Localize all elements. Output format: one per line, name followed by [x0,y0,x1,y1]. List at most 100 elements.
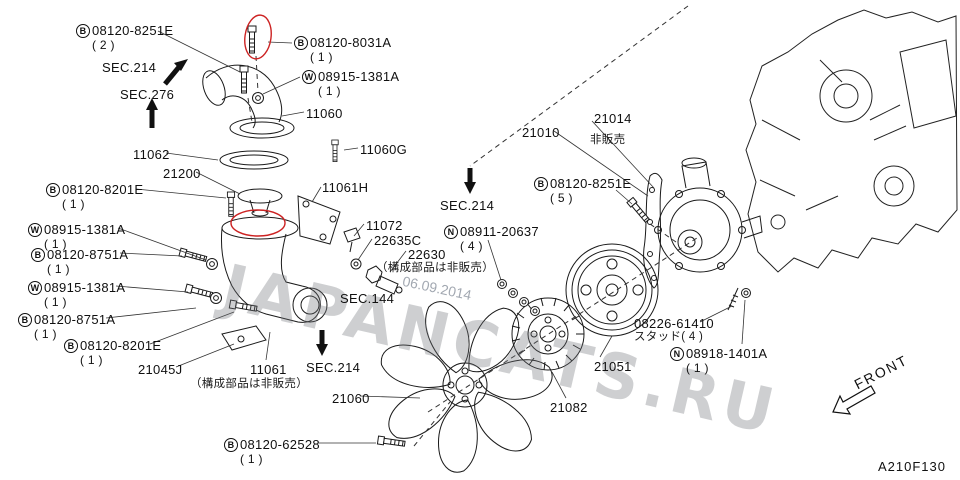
label-text: 08120-8751A [47,247,129,262]
label-qty: ( 1 ) [34,327,57,341]
label-text: SEC.214 [102,60,157,75]
part-22635C: 22635C [374,234,421,247]
part-11061: 11061 [250,363,287,376]
circled-w-icon: W [302,70,316,84]
part-21014: 21014 [594,112,632,125]
part-22630: 22630 [408,248,446,261]
label-text: 08918-1401A [686,346,768,361]
label-text: 21045J [138,362,183,377]
label-text: 08226-61410 [634,316,714,331]
sec-144: SEC.144 [340,292,394,305]
label-text: 21082 [550,400,588,415]
label-text: 21200 [163,166,201,181]
circled-b-icon: B [224,438,238,452]
note-22630: （構成部品は非販売） [376,262,494,274]
label-text: 11061 [250,362,287,377]
label-text: 22630 [408,247,446,262]
label-text: スタッド( 4 ) [634,331,704,343]
part-08226-61410: 08226-61410 [634,317,714,330]
label-text: 21010 [522,125,560,140]
front-arrow [832,385,876,415]
part-21010: 21010 [522,126,560,139]
label-text: 08120-8251E [92,23,174,38]
sec-214-mid-arrow [464,168,476,194]
part-21051: 21051 [594,360,632,373]
leader-lines [105,30,746,444]
label-text: 08915-1381A [44,222,126,237]
label-text: 11060G [360,142,408,157]
label-qty: ( 5 ) [550,191,573,205]
label-text: 08915-1381A [318,69,400,84]
label-text: 21014 [594,111,632,126]
label-text: SEC.214 [306,360,361,375]
engine-block-art [745,9,958,273]
label-text: 08911-20637 [460,224,539,239]
label-qty: ( 1 ) [80,353,103,367]
sec-276: SEC.276 [120,88,174,101]
highlight-thermostat-ellipse [230,209,286,237]
note-21014: 非販売 [590,134,625,146]
label-text: 08120-8201E [80,338,162,353]
part-21060: 21060 [332,392,370,405]
label-text: 21060 [332,391,370,406]
part-11060: 11060 [306,107,343,120]
circled-b-icon: B [294,36,308,50]
label-text: 11072 [366,218,403,233]
label-text: 08120-8201E [62,182,144,197]
circled-w-icon: W [28,223,42,237]
diagram-code: A210F130 [878,459,946,474]
label-text: 08120-62528 [240,437,320,452]
label-qty: ( 2 ) [92,38,115,52]
circled-b-icon: B [18,313,32,327]
label-qty: ( 1 ) [686,361,709,375]
circled-b-icon: B [534,177,548,191]
highlight-annotations [230,14,286,237]
label-text: （構成部品は非販売） [190,378,308,390]
label-text: 11060 [306,106,343,121]
circled-b-icon: B [76,24,90,38]
fan-coupling-art [511,297,585,371]
label-qty: ( 1 ) [240,452,263,466]
part-11061H: 11061H [322,181,368,194]
note-08226: スタッド( 4 ) [634,331,703,343]
circled-b-icon: B [64,339,78,353]
label-text: 08120-8251E [550,176,632,191]
label-text: 非販売 [590,134,626,146]
sec-214-top: SEC.214 [102,61,156,74]
part-11060G: 11060G [360,143,407,156]
part-21082: 21082 [550,401,588,414]
label-text: 22635C [374,233,422,248]
highlight-bolt-ellipse [244,14,272,60]
label-text: 08915-1381A [44,280,126,295]
part-21045J: 21045J [138,363,182,376]
label-qty: ( 1 ) [62,197,85,211]
label-text: 08120-8031A [310,35,392,50]
sensor-parts-art [343,227,403,295]
circled-n-icon: N [444,225,458,239]
sec-214-lower-arrow [316,330,328,356]
label-text: 11062 [133,147,170,162]
circled-w-icon: W [28,281,42,295]
dashed-lines [247,5,701,447]
label-qty: ( 1 ) [310,50,333,64]
label-text: SEC.214 [440,198,495,213]
sec-276-arrow [146,98,158,128]
part-21200: 21200 [163,167,201,180]
label-text: 21051 [594,359,632,374]
section-arrows [146,59,476,356]
sec-214-mid: SEC.214 [440,199,494,212]
sec-214-lower: SEC.214 [306,361,360,374]
part-11072: 11072 [366,219,403,232]
label-text: 11061H [322,180,369,195]
